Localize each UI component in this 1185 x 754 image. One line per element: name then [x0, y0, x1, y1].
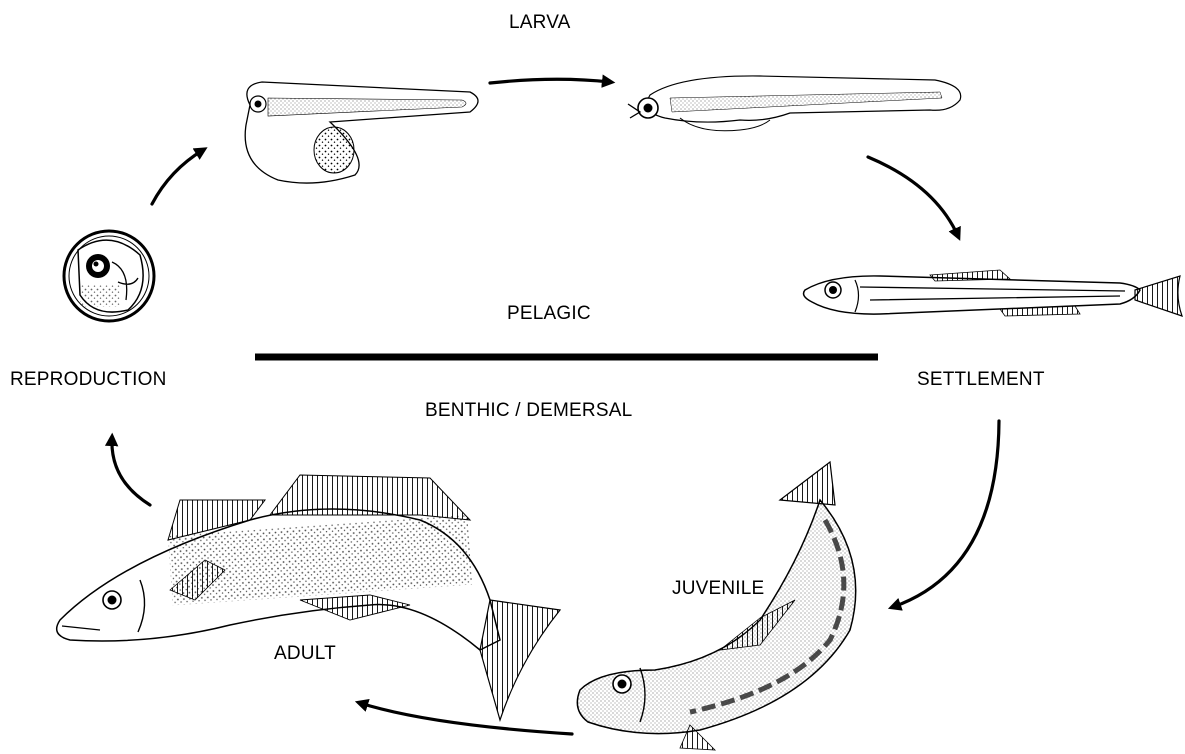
stage-label-reproduction: REPRODUCTION [10, 370, 167, 389]
arrow-adult-to-reproduction [112, 438, 150, 505]
settlement-fish-illustration [804, 270, 1182, 316]
zone-label-benthic: BENTHIC / DEMERSAL [425, 401, 632, 420]
juvenile-fish-illustration [577, 462, 855, 750]
yolk-sac-larva-illustration [245, 82, 478, 183]
arrow-juvenile-to-adult [360, 703, 572, 734]
stage-label-larva: LARVA [509, 13, 571, 32]
arrow-egg-to-yolk-larva [152, 150, 203, 204]
arrow-settlement-to-juvenile [893, 421, 999, 607]
stage-label-adult: ADULT [274, 644, 336, 663]
egg-illustration [64, 231, 154, 321]
arrow-larva-to-settlement [868, 157, 958, 236]
zone-label-pelagic: PELAGIC [507, 304, 591, 323]
stage-label-settlement: SETTLEMENT [917, 370, 1045, 389]
adult-fish-illustration [57, 475, 560, 720]
arrow-yolk-larva-to-larva [490, 79, 610, 83]
stage-label-juvenile: JUVENILE [672, 579, 764, 598]
larva-illustration [628, 76, 961, 131]
